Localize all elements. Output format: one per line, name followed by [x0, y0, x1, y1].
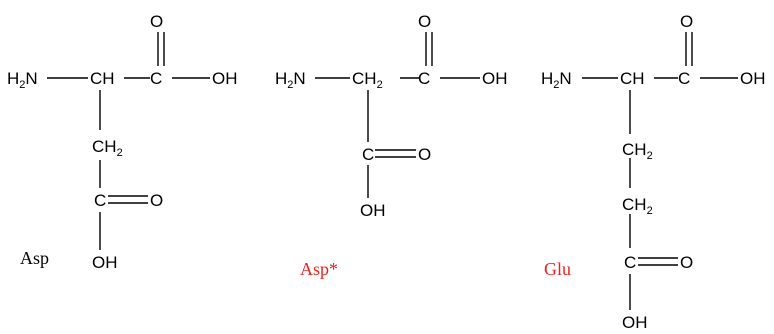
- molecule-caption: Asp*: [300, 259, 338, 279]
- carboxyl-carbon: C: [678, 69, 690, 88]
- alpha-carbon: CH: [90, 69, 115, 88]
- side-chain-hydroxyl: OH: [622, 313, 648, 332]
- carboxyl-carbon: C: [150, 69, 162, 88]
- amino-group: H2N: [541, 69, 572, 91]
- side-chain-oxygen: O: [150, 191, 163, 210]
- carboxyl-hydroxyl: OH: [212, 69, 238, 88]
- molecule-caption: Asp: [20, 248, 49, 268]
- methylene-group: CH2: [92, 137, 123, 159]
- methylene-group-1: CH2: [622, 140, 653, 162]
- carboxyl-oxygen: O: [680, 12, 693, 31]
- carboxyl-carbon: C: [418, 69, 430, 88]
- side-chain-carbon: C: [362, 145, 374, 164]
- side-chain-oxygen: O: [680, 253, 693, 272]
- methylene-group-2: CH2: [622, 195, 653, 217]
- side-chain-carbon: C: [94, 191, 106, 210]
- carboxyl-hydroxyl: OH: [740, 69, 766, 88]
- side-chain-hydroxyl: OH: [92, 253, 118, 272]
- side-chain-oxygen: O: [418, 145, 431, 164]
- carboxyl-hydroxyl: OH: [482, 69, 508, 88]
- side-chain-hydroxyl: OH: [360, 201, 386, 220]
- methylene-group: CH2: [352, 69, 383, 91]
- molecule-asp-star: H2N CH2 C O OH C O OH Asp*: [275, 12, 508, 279]
- molecule-asp: H2N CH C O OH CH2 C O OH Asp: [7, 12, 238, 272]
- molecule-glu: H2N CH C O OH CH2 CH2 C O OH Glu: [541, 12, 766, 332]
- molecule-caption: Glu: [544, 259, 571, 279]
- side-chain-carbon: C: [624, 253, 636, 272]
- alpha-carbon: CH: [620, 69, 645, 88]
- amino-group: H2N: [275, 69, 306, 91]
- carboxyl-oxygen: O: [418, 12, 431, 31]
- amino-group: H2N: [7, 69, 38, 91]
- carboxyl-oxygen: O: [150, 12, 163, 31]
